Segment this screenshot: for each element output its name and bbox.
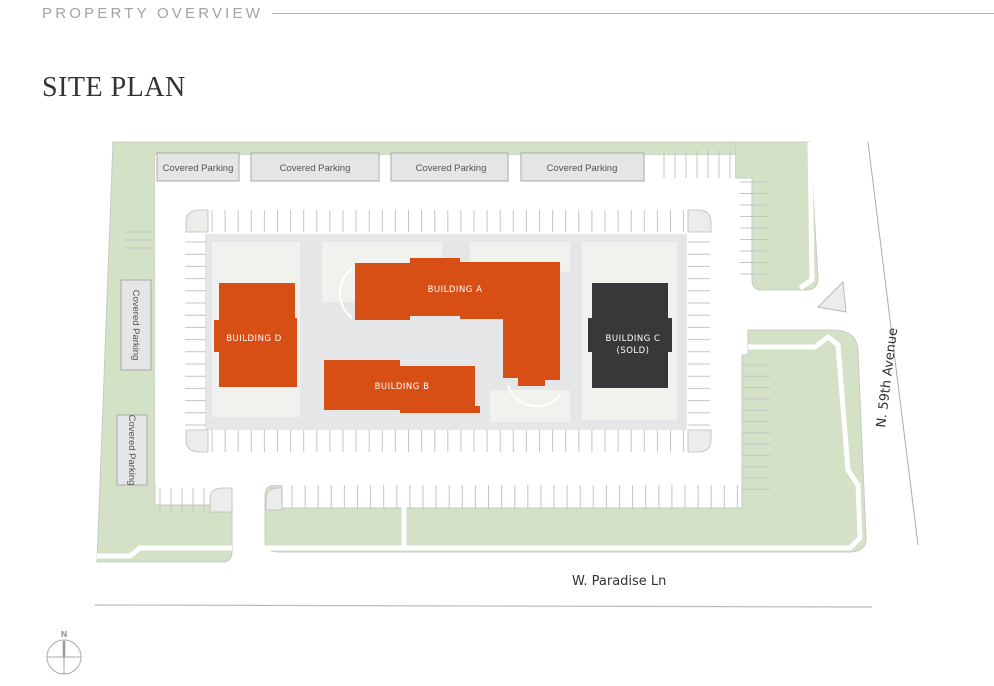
- compass-icon: [46, 639, 82, 675]
- entrance-island: [816, 280, 847, 313]
- covered-parking-3: Covered Parking: [390, 152, 509, 182]
- avenue-edge: [867, 141, 919, 546]
- section-label: PROPERTY OVERVIEW: [42, 5, 264, 22]
- header-divider: [272, 13, 994, 14]
- covered-parking-4: Covered Parking: [520, 152, 645, 182]
- covered-parking-1: Covered Parking: [156, 152, 240, 182]
- covered-parking-label: Covered Parking: [163, 163, 234, 174]
- covered-parking-2: Covered Parking: [250, 152, 380, 182]
- street-label-south: W. Paradise Ln: [572, 574, 666, 589]
- building-d[interactable]: BUILDING D: [214, 283, 297, 387]
- building-c-sold-note: (SOLD): [617, 346, 650, 356]
- covered-parking-label: Covered Parking: [280, 163, 351, 174]
- covered-parking-label: Covered Parking: [547, 163, 618, 174]
- covered-parking-6: Covered Parking: [116, 414, 148, 486]
- covered-parking-group: Covered Parking Covered Parking Covered …: [116, 152, 645, 486]
- building-b-label: BUILDING B: [375, 382, 430, 392]
- compass-north-label: N: [61, 630, 68, 639]
- street-edge: [94, 604, 873, 608]
- building-a[interactable]: BUILDING A: [355, 258, 560, 386]
- covered-parking-5: Covered Parking: [120, 279, 152, 371]
- building-b[interactable]: BUILDING B: [324, 360, 480, 413]
- building-a-label: BUILDING A: [428, 285, 483, 295]
- walkways: [97, 141, 863, 559]
- covered-parking-label: Covered Parking: [126, 415, 137, 486]
- parking-stalls: [125, 150, 770, 512]
- covered-parking-label: Covered Parking: [416, 163, 487, 174]
- page-title: SITE PLAN: [42, 72, 186, 103]
- building-d-label: BUILDING D: [226, 334, 282, 344]
- covered-parking-label: Covered Parking: [130, 290, 141, 361]
- building-c[interactable]: BUILDING C (SOLD): [588, 283, 672, 388]
- building-c-label: BUILDING C: [606, 334, 661, 344]
